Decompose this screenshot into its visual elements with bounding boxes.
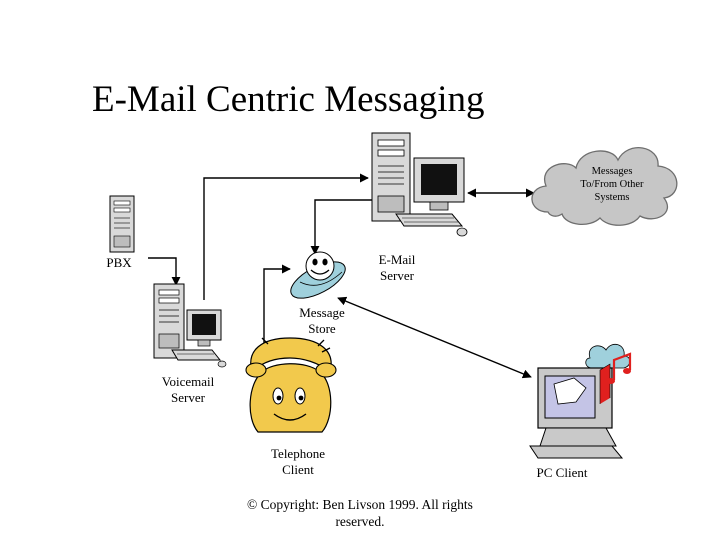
- email-server-icon: [371, 132, 468, 237]
- telephone-client-icon: [245, 337, 337, 433]
- connector-voicemail-to-email: [203, 173, 369, 300]
- pc-client-label: PC Client: [536, 465, 588, 480]
- connector-email-to-store: [310, 199, 380, 255]
- connector-pbx-to-voicemail: [148, 257, 181, 286]
- voicemail-server-label-line-2: Server: [171, 390, 205, 405]
- voicemail-server-label: Voicemail Server: [148, 374, 228, 406]
- copyright-notice: © Copyright: Ben Livson 1999. All rights…: [247, 497, 473, 529]
- voicemail-server-icon: [153, 283, 227, 368]
- message-store-icon: [290, 251, 346, 299]
- message-store-label-line-2: Store: [308, 321, 336, 336]
- connector-store-pc: [337, 296, 532, 379]
- pc-client-icon: [529, 343, 632, 459]
- cloud-label-line-1: Messages: [591, 166, 633, 177]
- message-store-label: Message Store: [292, 305, 352, 337]
- telephone-client-label-line-1: Telephone: [271, 446, 325, 461]
- cloud-icon: [531, 147, 678, 226]
- cloud-label-line-3: Systems: [594, 192, 630, 203]
- message-store-label-line-1: Message: [299, 305, 345, 320]
- connectors: [148, 173, 535, 379]
- voicemail-server-label-line-1: Voicemail: [161, 374, 215, 389]
- email-server-label: E-Mail Server: [368, 252, 426, 284]
- cloud-label: Messages To/From Other Systems: [560, 165, 664, 204]
- cloud-label-line-2: To/From Other: [580, 179, 644, 190]
- pbx-icon: [109, 195, 135, 253]
- email-server-label-line-1: E-Mail: [378, 252, 416, 267]
- slide-title: E-Mail Centric Messaging: [92, 79, 485, 120]
- email-server-label-line-2: Server: [380, 268, 414, 283]
- telephone-client-label: Telephone Client: [258, 446, 338, 478]
- connector-phone-to-store: [263, 264, 291, 352]
- telephone-client-label-line-2: Client: [282, 462, 314, 477]
- pbx-label: PBX: [106, 255, 132, 270]
